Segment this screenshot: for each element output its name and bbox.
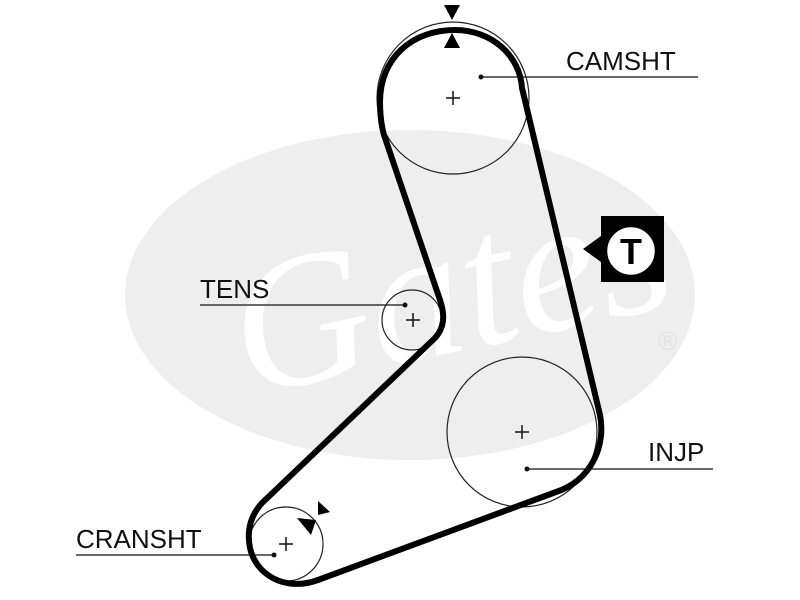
- camshaft-leader-dot: [478, 74, 484, 80]
- leader-lines: [76, 76, 713, 556]
- tensioner-leader-dot: [402, 302, 408, 308]
- crankshaft-leader-dot: [271, 552, 277, 558]
- leader-dots: [271, 74, 530, 558]
- watermark-registered-mark: ®: [658, 326, 677, 356]
- pulley-centers: [279, 91, 529, 551]
- camshaft-label: CAMSHT: [566, 46, 676, 76]
- crankshaft-center-cross: [279, 537, 293, 551]
- badge-letter: T: [620, 231, 642, 272]
- badge-circle: [604, 224, 658, 278]
- injection-pump-label: INJP: [648, 437, 704, 467]
- tensioner-label: TENS: [200, 274, 269, 304]
- injection-pump-leader-dot: [524, 466, 530, 472]
- crankshaft-timing-mark-icon: [297, 501, 330, 535]
- injection-pump-center-cross: [515, 425, 529, 439]
- crankshaft-label: CRANSHT: [76, 524, 202, 554]
- camshaft-pulley: [376, 21, 530, 175]
- camshaft-center-cross: [446, 91, 460, 105]
- camshaft-timing-mark-icon: [444, 5, 460, 48]
- timing-belt: [245, 27, 605, 587]
- timing-marks: [297, 5, 460, 535]
- direction-badge: T: [583, 216, 664, 282]
- tensioner-center-cross: [406, 313, 420, 327]
